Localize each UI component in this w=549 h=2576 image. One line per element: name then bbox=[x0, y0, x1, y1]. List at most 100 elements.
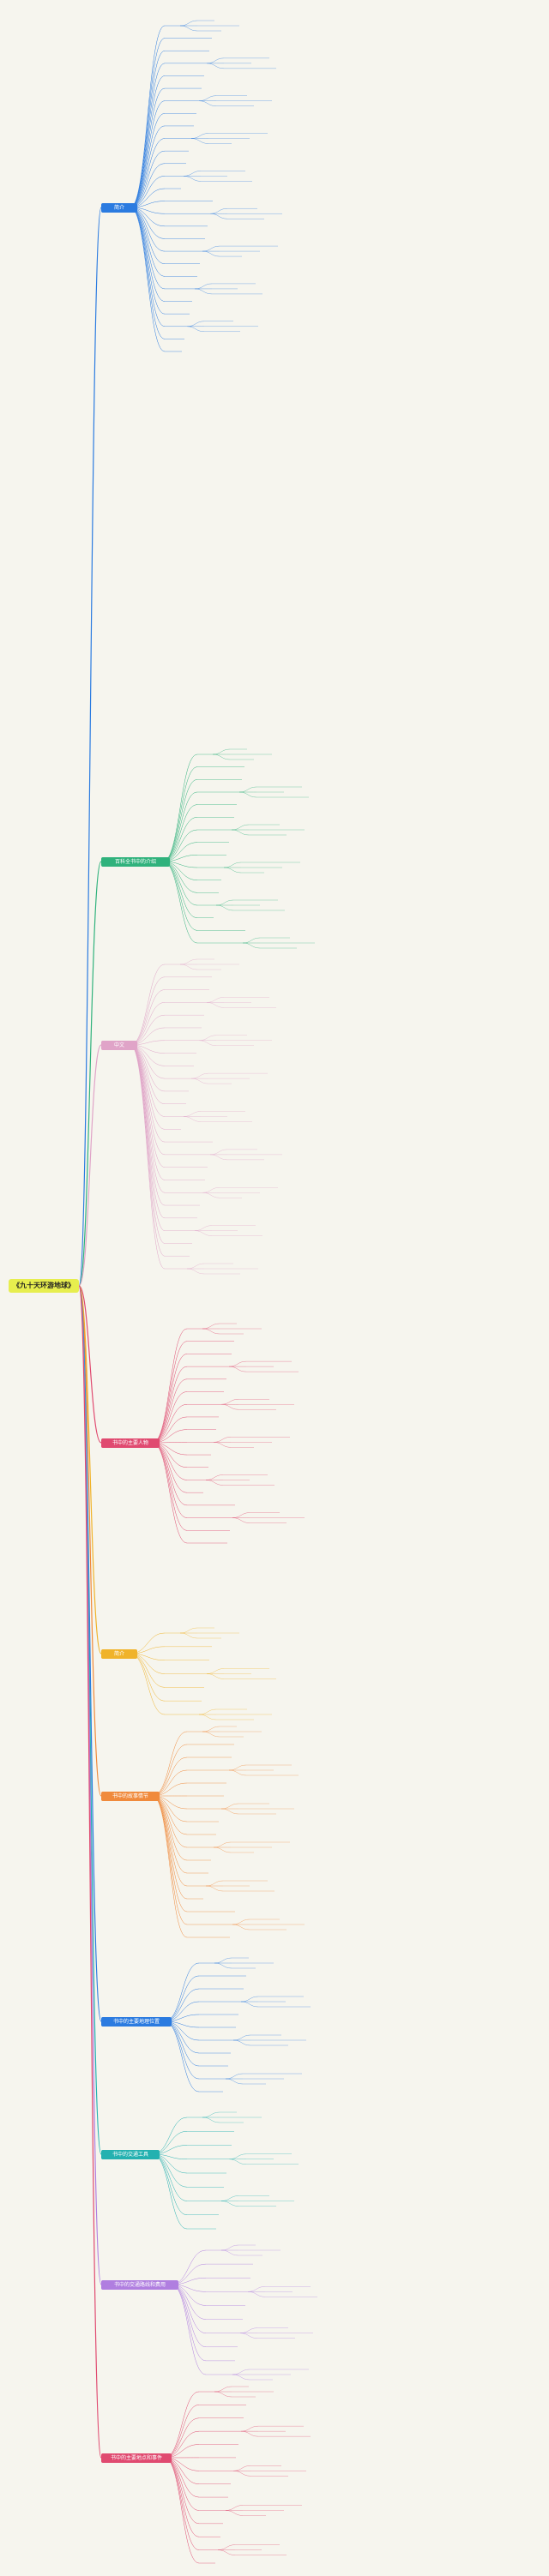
grandchild-connector bbox=[212, 754, 231, 760]
grandchild-connector bbox=[240, 2425, 259, 2432]
grandchild-connector bbox=[228, 2153, 247, 2159]
grandchild-connector bbox=[209, 1149, 228, 1156]
root-connector bbox=[78, 1285, 102, 1444]
branch-node-6[interactable]: 书中的故事情节 bbox=[101, 1792, 160, 1801]
grandchild-connector bbox=[186, 1268, 205, 1275]
child-connector bbox=[130, 1044, 166, 1219]
branch-node-5[interactable]: 简介 bbox=[101, 1649, 137, 1659]
grandchild-connector bbox=[240, 1996, 259, 2003]
child-connector bbox=[152, 1731, 188, 1797]
child-connector bbox=[130, 207, 166, 302]
grandchild-connector bbox=[232, 2034, 251, 2041]
child-connector bbox=[171, 2249, 207, 2285]
grandchild-connector bbox=[194, 1230, 213, 1236]
root-connector bbox=[78, 1044, 102, 1287]
grandchild-connector bbox=[220, 2195, 239, 2201]
root-connector bbox=[78, 207, 102, 1287]
grandchild-connector bbox=[214, 1957, 232, 1964]
grandchild-connector bbox=[214, 2386, 232, 2393]
branch-node-4[interactable]: 书中的主要人物 bbox=[101, 1438, 160, 1448]
grandchild-connector bbox=[220, 1399, 239, 1405]
grandchild-connector bbox=[206, 57, 225, 64]
grandchild-connector bbox=[220, 2201, 239, 2207]
root-node[interactable]: 《九十天环游地球》 bbox=[9, 1279, 79, 1293]
child-connector bbox=[152, 2153, 188, 2201]
grandchild-connector bbox=[198, 1714, 217, 1720]
grandchild-connector bbox=[225, 2078, 244, 2085]
grandchild-connector bbox=[206, 1002, 225, 1008]
branch-node-10[interactable]: 书中的主要地点和事件 bbox=[101, 2453, 172, 2463]
child-connector bbox=[162, 754, 198, 862]
child-connector bbox=[130, 125, 166, 208]
grandchild-connector bbox=[179, 964, 198, 970]
branch-node-3[interactable]: 中文 bbox=[101, 1041, 137, 1050]
grandchild-connector bbox=[232, 2369, 250, 2375]
grandchild-connector bbox=[214, 2391, 232, 2398]
child-connector bbox=[164, 1962, 200, 2022]
grandchild-connector bbox=[183, 171, 202, 177]
grandchild-connector bbox=[202, 1726, 220, 1732]
grandchild-connector bbox=[232, 1512, 250, 1518]
child-connector bbox=[130, 207, 166, 339]
grandchild-connector bbox=[190, 1072, 209, 1079]
grandchild-connector bbox=[225, 2073, 244, 2080]
grandchild-connector bbox=[225, 2510, 244, 2516]
grandchild-connector bbox=[179, 1627, 198, 1634]
grandchild-connector bbox=[202, 1731, 220, 1738]
grandchild-connector bbox=[220, 1803, 239, 1810]
grandchild-connector bbox=[194, 1225, 213, 1231]
grandchild-connector bbox=[240, 2001, 259, 2008]
grandchild-connector bbox=[179, 958, 198, 965]
child-connector bbox=[130, 38, 166, 208]
grandchild-connector bbox=[205, 1880, 224, 1887]
branch-node-2[interactable]: 百科全书中的介绍 bbox=[101, 857, 170, 867]
grandchild-connector bbox=[206, 1668, 225, 1674]
grandchild-connector bbox=[214, 1962, 232, 1969]
grandchild-connector bbox=[220, 2249, 239, 2256]
grandchild-connector bbox=[238, 786, 257, 793]
child-connector bbox=[164, 2021, 200, 2080]
grandchild-connector bbox=[228, 2159, 247, 2165]
child-connector bbox=[164, 2457, 200, 2550]
child-connector bbox=[152, 1442, 188, 1506]
grandchild-connector bbox=[202, 1328, 220, 1335]
branch-node-8[interactable]: 书中的交通工具 bbox=[101, 2150, 160, 2159]
grandchild-connector bbox=[212, 748, 231, 755]
grandchild-connector bbox=[228, 1366, 247, 1372]
child-connector bbox=[162, 766, 198, 862]
grandchild-connector bbox=[217, 2544, 236, 2550]
child-connector bbox=[164, 2391, 200, 2459]
child-connector bbox=[130, 1002, 166, 1046]
grandchild-connector bbox=[206, 997, 225, 1003]
branch-node-7[interactable]: 书中的主要地理位置 bbox=[101, 2017, 172, 2027]
grandchild-connector bbox=[190, 1078, 209, 1084]
child-connector bbox=[130, 207, 166, 327]
grandchild-connector bbox=[247, 2291, 266, 2297]
child-connector bbox=[164, 2457, 200, 2564]
child-connector bbox=[130, 1044, 166, 1130]
child-connector bbox=[162, 861, 198, 906]
child-connector bbox=[164, 2457, 200, 2525]
branch-node-1[interactable]: 简介 bbox=[101, 203, 137, 213]
root-connector bbox=[78, 861, 102, 1287]
grandchild-connector bbox=[202, 250, 220, 257]
child-connector bbox=[171, 2284, 207, 2375]
branch-node-9[interactable]: 书中的交通路线和费用 bbox=[101, 2280, 178, 2290]
child-connector bbox=[152, 2153, 188, 2215]
grandchild-connector bbox=[183, 176, 202, 182]
grandchild-connector bbox=[232, 2471, 251, 2477]
child-connector bbox=[130, 1044, 166, 1270]
child-connector bbox=[162, 817, 198, 862]
child-connector bbox=[130, 976, 166, 1046]
child-connector bbox=[152, 1378, 188, 1444]
child-connector bbox=[152, 1366, 188, 1444]
child-connector bbox=[130, 1044, 166, 1143]
child-connector bbox=[152, 1354, 188, 1444]
grandchild-connector bbox=[232, 1517, 250, 1523]
child-connector bbox=[164, 2457, 200, 2511]
grandchild-connector bbox=[198, 1708, 217, 1715]
grandchild-connector bbox=[239, 2327, 258, 2333]
grandchild-connector bbox=[232, 2039, 251, 2046]
grandchild-connector bbox=[202, 1187, 220, 1193]
